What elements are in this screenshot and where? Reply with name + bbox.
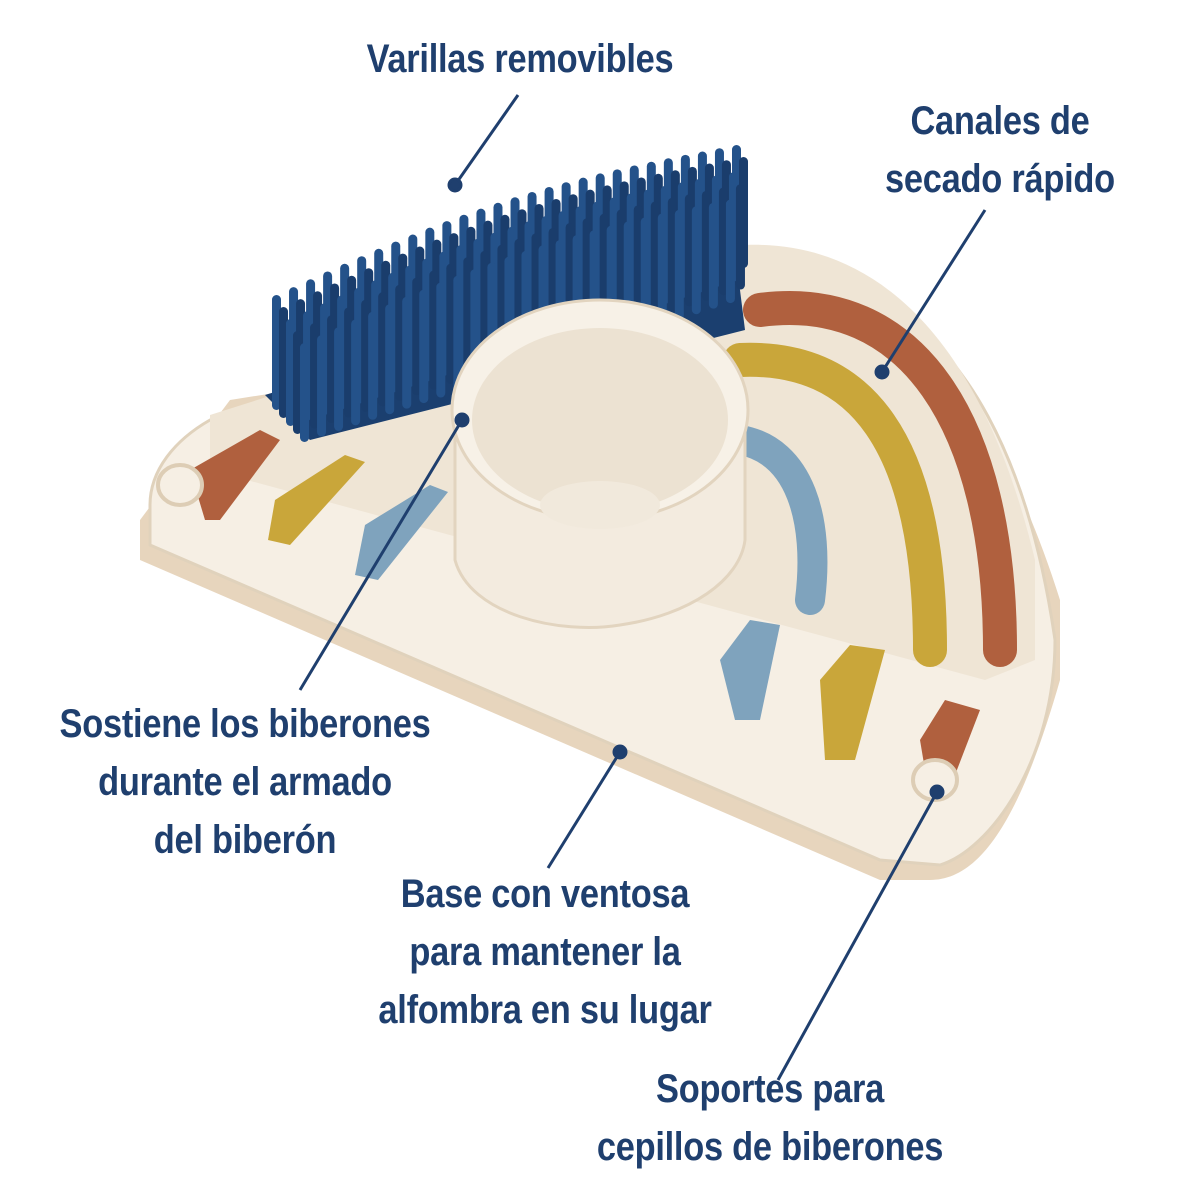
rod [310,323,320,429]
rod [368,311,378,420]
rod [650,201,660,318]
rod [344,307,354,418]
rod [293,331,302,434]
label-line: durante el armado [98,760,392,804]
rod [657,213,667,326]
rod [361,299,371,412]
rod [395,284,405,401]
rod [436,282,446,398]
rod [640,217,650,331]
label-line: Canales de [910,99,1090,143]
label-line: del biberón [153,818,337,862]
label-line: cepillos de biberones [596,1125,944,1169]
rod [667,197,677,312]
label-line: Varillas removibles [366,37,674,81]
label-suction-base: Base con ventosa para mantener la alfombra… [360,865,730,1039]
rod [708,202,718,309]
label-line: alfombra en su lugar [378,988,712,1032]
leader-lines [298,94,987,1081]
label-line: secado rápido [885,157,1115,201]
rod [701,190,711,301]
rod [279,307,288,418]
rod [616,209,626,329]
rod [674,209,684,320]
rod [300,343,309,442]
arched-drying-channels [723,291,1017,667]
rod [327,315,337,423]
label-line: Soportes para [656,1067,884,1111]
rod [691,206,701,315]
rod [378,292,388,407]
label-removable-rods: Varillas removibles [339,30,700,88]
rod [419,289,429,404]
rod [446,263,456,384]
label-line: para mantener la [409,930,681,974]
rod [429,270,439,390]
rod [402,296,412,409]
label-line: Sostiene los biberones [59,702,431,746]
rod [286,319,295,426]
left-drying-channels [156,430,448,580]
label-line: Base con ventosa [400,872,690,916]
rod [453,275,463,392]
bottle-holder-cup [450,298,750,629]
rod [463,257,473,379]
rod [412,277,422,396]
right-drying-channels [720,620,980,802]
rod [351,319,361,426]
label-brush-holders: Soportes para cepillos de biberones [589,1060,950,1176]
label-fast-drying-channels: Canales de secado rápido [871,92,1129,208]
rod [385,304,395,415]
label-holds-bottles: Sostiene los biberones durante el armado d… [52,695,439,869]
rod [725,199,735,304]
rod [272,295,281,410]
rod [317,335,327,437]
rod [735,184,745,290]
rod [684,194,694,307]
rod [633,205,643,323]
rod [334,327,344,431]
rod [718,187,728,296]
